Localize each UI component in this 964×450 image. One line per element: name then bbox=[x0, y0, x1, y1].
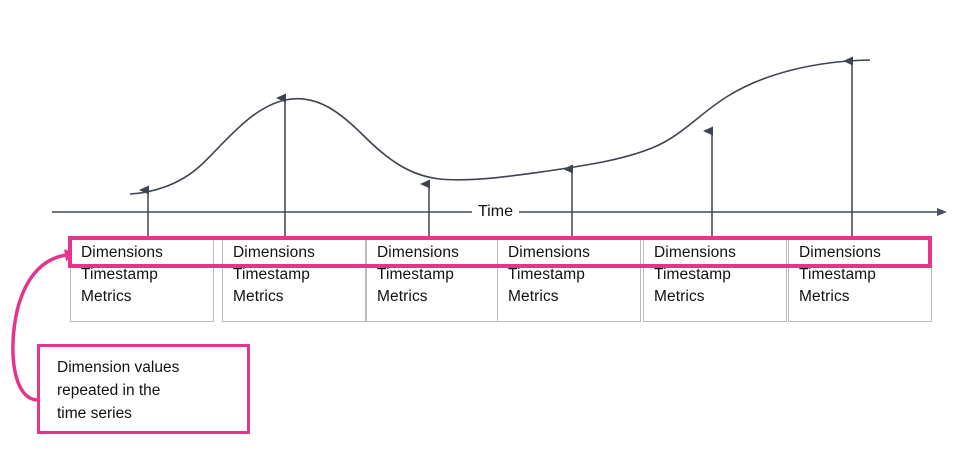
record-metrics-label: Metrics bbox=[799, 288, 850, 305]
record-box-2[interactable]: Dimensions Timestamp Metrics bbox=[222, 236, 366, 322]
record-timestamp-label: Timestamp bbox=[654, 266, 731, 283]
record-metrics-label: Metrics bbox=[377, 288, 428, 305]
record-dimensions-label: Dimensions bbox=[233, 244, 315, 261]
time-series-curve bbox=[129, 59, 871, 195]
record-box-1[interactable]: Dimensions Timestamp Metrics bbox=[70, 236, 214, 322]
record-metrics-label: Metrics bbox=[233, 288, 284, 305]
record-metrics-label: Metrics bbox=[81, 288, 132, 305]
record-dimensions-label: Dimensions bbox=[81, 244, 163, 261]
record-timestamp-label: Timestamp bbox=[799, 266, 876, 283]
time-axis-label: Time bbox=[472, 202, 519, 222]
record-dimensions-label: Dimensions bbox=[508, 244, 590, 261]
record-box-6[interactable]: Dimensions Timestamp Metrics bbox=[788, 236, 932, 322]
record-dimensions-label: Dimensions bbox=[799, 244, 881, 261]
record-metrics-label: Metrics bbox=[508, 288, 559, 305]
callout-line-1: Dimension values bbox=[57, 359, 180, 376]
record-box-4[interactable]: Dimensions Timestamp Metrics bbox=[497, 236, 641, 322]
record-box-3[interactable]: Dimensions Timestamp Metrics bbox=[366, 236, 510, 322]
record-timestamp-label: Timestamp bbox=[233, 266, 310, 283]
record-dimensions-label: Dimensions bbox=[654, 244, 736, 261]
record-box-5[interactable]: Dimensions Timestamp Metrics bbox=[643, 236, 787, 322]
record-timestamp-label: Timestamp bbox=[377, 266, 454, 283]
record-metrics-label: Metrics bbox=[654, 288, 705, 305]
record-timestamp-label: Timestamp bbox=[508, 266, 585, 283]
callout-connector-arrow bbox=[11, 249, 78, 402]
record-timestamp-label: Timestamp bbox=[81, 266, 158, 283]
record-dimensions-label: Dimensions bbox=[377, 244, 459, 261]
callout-box[interactable]: Dimension values repeated in the time se… bbox=[37, 344, 250, 434]
callout-line-3: time series bbox=[57, 405, 132, 422]
callout-line-2: repeated in the bbox=[57, 382, 161, 399]
sample-arrows-group bbox=[139, 56, 853, 260]
